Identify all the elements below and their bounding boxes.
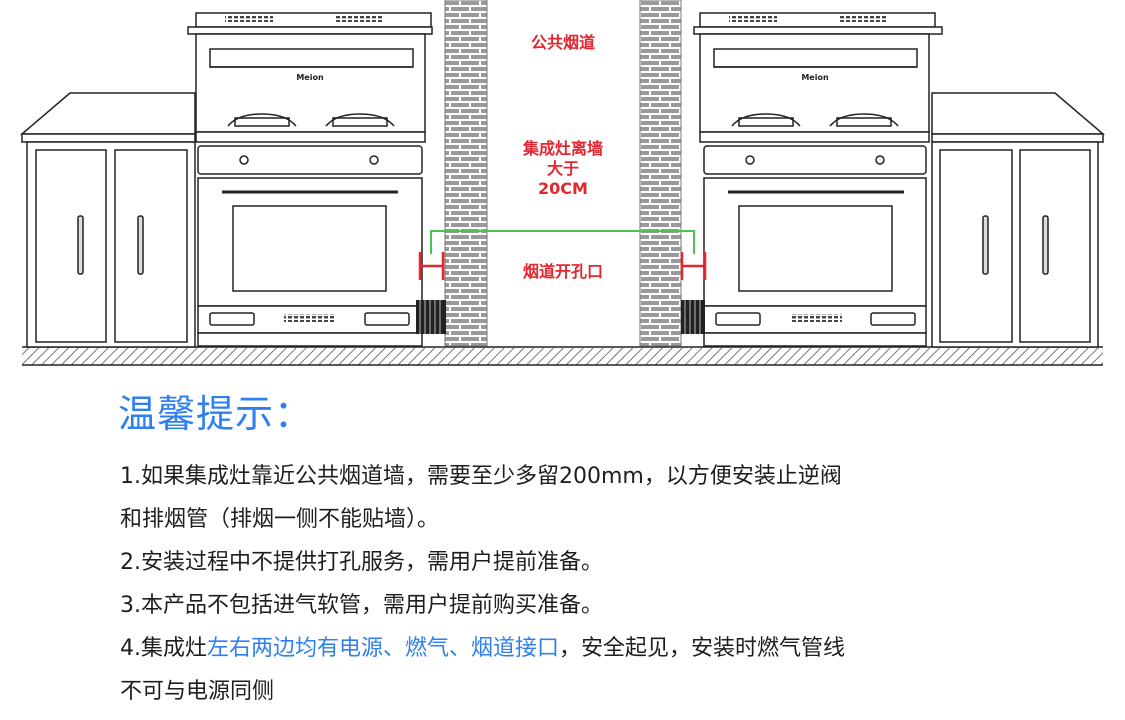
right-exhaust-pipe [681, 300, 705, 334]
brand-logo-right: Meion [801, 73, 829, 82]
left-flue-wall [444, 0, 488, 347]
left-side-cabinet [19, 92, 196, 348]
distance-label-line1: 集成灶离墙 [522, 139, 603, 158]
tips-title: 温馨提示： [118, 392, 314, 436]
tip-1-line-2: 和排烟管（排烟一侧不能贴墙）。 [120, 507, 440, 532]
left-integrated-stove [187, 12, 433, 347]
right-flue-wall [639, 0, 682, 347]
tip-3: 3.本产品不包括进气软管，需用户提前购买准备。 [120, 593, 603, 618]
installation-diagram: Meion Meion [19, 0, 1106, 366]
right-clearance-marker [680, 252, 707, 280]
right-integrated-stove [693, 12, 943, 347]
tip-4-prefix: 4.集成灶 [120, 636, 207, 661]
right-side-cabinet [931, 92, 1106, 348]
distance-label-line2: 大于 [547, 159, 579, 178]
floor [22, 346, 1103, 366]
distance-label-line3: 20CM [538, 179, 588, 198]
tip-4-line-2: 不可与电源同侧 [120, 679, 275, 704]
brand-logo-left: Meion [296, 73, 324, 82]
tip-4-highlight: 左右两边均有电源、燃气、烟道接口 [207, 636, 560, 661]
tip-4-suffix: ，安全起见，安装时燃气管线 [559, 636, 846, 661]
tip-2: 2.安装过程中不提供打孔服务，需用户提前准备。 [120, 550, 603, 575]
clearance-guide-line [430, 230, 695, 254]
tip-1-line-1: 1.如果集成灶靠近公共烟道墙，需要至少多留200mm，以方便安装止逆阀 [120, 464, 842, 489]
left-clearance-marker [418, 252, 445, 280]
tips-list: 1.如果集成灶靠近公共烟道墙，需要至少多留200mm，以方便安装止逆阀 和排烟管… [120, 455, 1080, 713]
flue-label: 公共烟道 [531, 33, 595, 52]
flue-hole-label: 烟道开孔口 [523, 262, 603, 281]
tip-4-line-1: 4.集成灶左右两边均有电源、燃气、烟道接口，安全起见，安装时燃气管线 [120, 627, 1080, 670]
left-exhaust-pipe [416, 300, 446, 334]
